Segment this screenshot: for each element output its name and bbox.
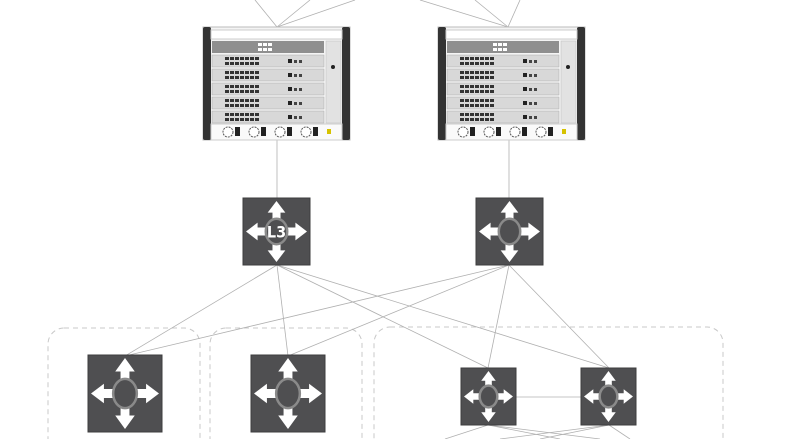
arrow-icon <box>115 358 135 382</box>
link-line <box>276 264 610 369</box>
chassis-right <box>437 26 586 141</box>
arrow-icon <box>267 242 286 262</box>
access-2[interactable] <box>250 354 326 433</box>
link-line <box>487 424 561 439</box>
line-card[interactable] <box>211 68 325 82</box>
rail-left <box>438 27 446 140</box>
arrow-icon <box>479 222 499 241</box>
arrow-icon <box>136 383 159 404</box>
switch-layer: L3 <box>87 197 637 433</box>
arrow-icon <box>617 389 633 404</box>
link-line <box>539 424 610 439</box>
arrow-icon <box>278 405 298 429</box>
arrow-icon <box>254 383 277 404</box>
arrow-icon <box>287 222 307 241</box>
link-line <box>124 264 278 357</box>
fan-icon <box>300 126 312 138</box>
switch-core-ring <box>478 384 499 409</box>
access-3b[interactable] <box>580 367 637 426</box>
supervisor-card <box>212 41 324 53</box>
arrow-icon <box>481 371 496 388</box>
link-line <box>444 424 489 439</box>
line-card[interactable] <box>446 96 560 110</box>
rail-right <box>342 27 350 140</box>
arrow-icon <box>520 222 540 241</box>
link-line <box>124 264 510 357</box>
switch-core-ring <box>111 377 139 410</box>
link-line <box>499 424 610 439</box>
link-line <box>276 264 489 369</box>
link-line <box>508 264 610 369</box>
fan-icon <box>248 126 260 138</box>
arrow-icon <box>500 242 519 262</box>
chassis-left <box>202 26 351 141</box>
switch-core-ring <box>274 377 302 410</box>
line-card[interactable] <box>446 110 560 124</box>
switch-label: L3 <box>267 223 286 242</box>
link-line <box>276 264 289 357</box>
fan-icon <box>274 126 286 138</box>
line-card[interactable] <box>446 54 560 68</box>
links <box>124 0 631 439</box>
switch-core-ring <box>264 217 289 246</box>
arrow-icon <box>299 383 322 404</box>
arrow-icon <box>601 405 616 422</box>
arrow-icon <box>500 201 519 221</box>
line-card[interactable] <box>211 54 325 68</box>
link-line <box>507 0 521 28</box>
core-l3[interactable]: L3 <box>242 197 311 266</box>
link-line <box>276 0 356 28</box>
arrow-icon <box>246 222 266 241</box>
arrow-icon <box>278 358 298 382</box>
arrow-icon <box>115 405 135 429</box>
access-1[interactable] <box>87 354 163 433</box>
fan-icon <box>222 126 234 138</box>
line-card[interactable] <box>211 82 325 96</box>
link-line <box>254 0 278 28</box>
arrow-icon <box>497 389 513 404</box>
rail-right <box>577 27 585 140</box>
group-boxes <box>47 326 724 439</box>
chassis-layer <box>202 26 586 141</box>
group-box-2 <box>209 327 363 439</box>
switch-core-ring <box>598 384 619 409</box>
link-line <box>487 424 601 439</box>
fan-icon <box>457 126 469 138</box>
arrow-icon <box>481 405 496 422</box>
link-line <box>608 424 631 439</box>
arrow-icon <box>91 383 114 404</box>
link-line <box>276 0 311 28</box>
arrow-icon <box>267 201 286 221</box>
arrow-icon <box>584 389 600 404</box>
line-card[interactable] <box>211 96 325 110</box>
supervisor-card <box>447 41 559 53</box>
link-line <box>419 0 509 28</box>
switch-core-ring <box>497 217 522 246</box>
rail-left <box>203 27 211 140</box>
fan-icon <box>483 126 495 138</box>
arrow-icon <box>464 389 480 404</box>
group-box-1 <box>47 327 201 439</box>
link-line <box>487 264 510 369</box>
line-card[interactable] <box>211 110 325 124</box>
fan-icon <box>535 126 547 138</box>
line-card[interactable] <box>446 68 560 82</box>
line-card[interactable] <box>446 82 560 96</box>
link-line <box>287 264 510 357</box>
access-3a[interactable] <box>460 367 517 426</box>
link-line <box>474 0 509 28</box>
arrow-icon <box>601 371 616 388</box>
group-box-3 <box>373 326 724 439</box>
fan-icon <box>509 126 521 138</box>
core-right[interactable] <box>475 197 544 266</box>
